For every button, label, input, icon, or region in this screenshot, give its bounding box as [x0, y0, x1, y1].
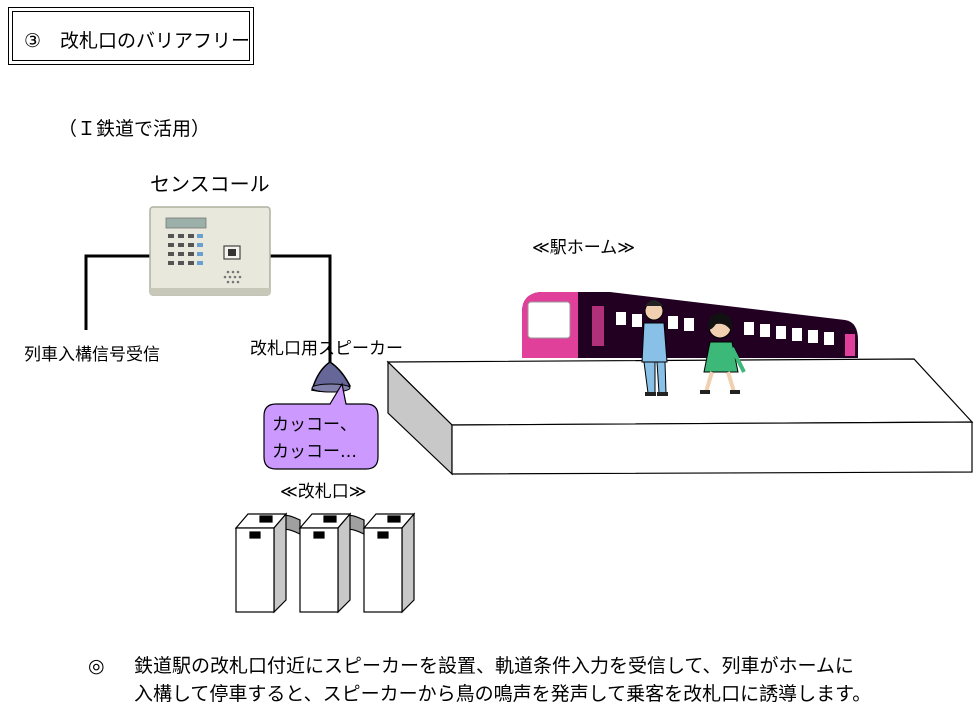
signal-receive-label: 列車入構信号受信 — [24, 345, 160, 365]
woman-passenger-icon — [700, 312, 746, 394]
ticket-gate-3 — [362, 512, 416, 614]
sensecall-label: センスコール — [150, 172, 270, 196]
description-text-1: 鉄道駅の改札口付近にスピーカーを設置、軌道条件入力を受信して、列車がホームに — [134, 655, 854, 677]
speech-bubble-text: カッコー、 カッコー… — [272, 412, 357, 466]
platform-label: ≪駅ホーム≫ — [532, 238, 636, 258]
ticket-gate-2 — [298, 512, 352, 614]
platform-shape — [386, 358, 974, 476]
page-title: ③ 改札口のバリアフリー — [24, 30, 251, 52]
description: ◎鉄道駅の改札口付近にスピーカーを設置、軌道条件入力を受信して、列車がホームに … — [88, 652, 871, 708]
description-line-2: 入構して停車すると、スピーカーから鳥の鳴声を発声して乗客を改札口に誘導します。 — [88, 680, 871, 708]
sensecall-device-icon — [149, 206, 271, 296]
speech-bubble — [263, 382, 379, 470]
title-box-inner-border — [12, 11, 250, 61]
description-bullet-mark: ◎ — [88, 655, 105, 677]
subtitle: （Ｉ鉄道で活用） — [58, 118, 211, 140]
man-passenger-icon — [641, 300, 668, 396]
speaker-label: 改札口用スピーカー — [250, 339, 403, 359]
speaker-wire — [268, 254, 332, 370]
ticket-gates-icon — [234, 512, 416, 614]
signal-wire — [84, 254, 152, 330]
description-line-1: ◎ 鉄道駅の改札口付近にスピーカーを設置、軌道条件入力を受信して、列車がホームに — [88, 652, 871, 680]
title-box — [8, 7, 254, 65]
ticket-gate-label: ≪改札口≫ — [280, 482, 367, 502]
train-icon — [522, 292, 858, 358]
description-text-2: 入構して停車すると、スピーカーから鳥の鳴声を発声して乗客を改札口に誘導します。 — [134, 683, 872, 705]
speaker-icon — [311, 361, 352, 393]
speech-bubble-line-2: カッコー… — [272, 442, 357, 462]
ticket-gate-1 — [234, 512, 288, 614]
speech-bubble-line-1: カッコー、 — [272, 415, 357, 435]
